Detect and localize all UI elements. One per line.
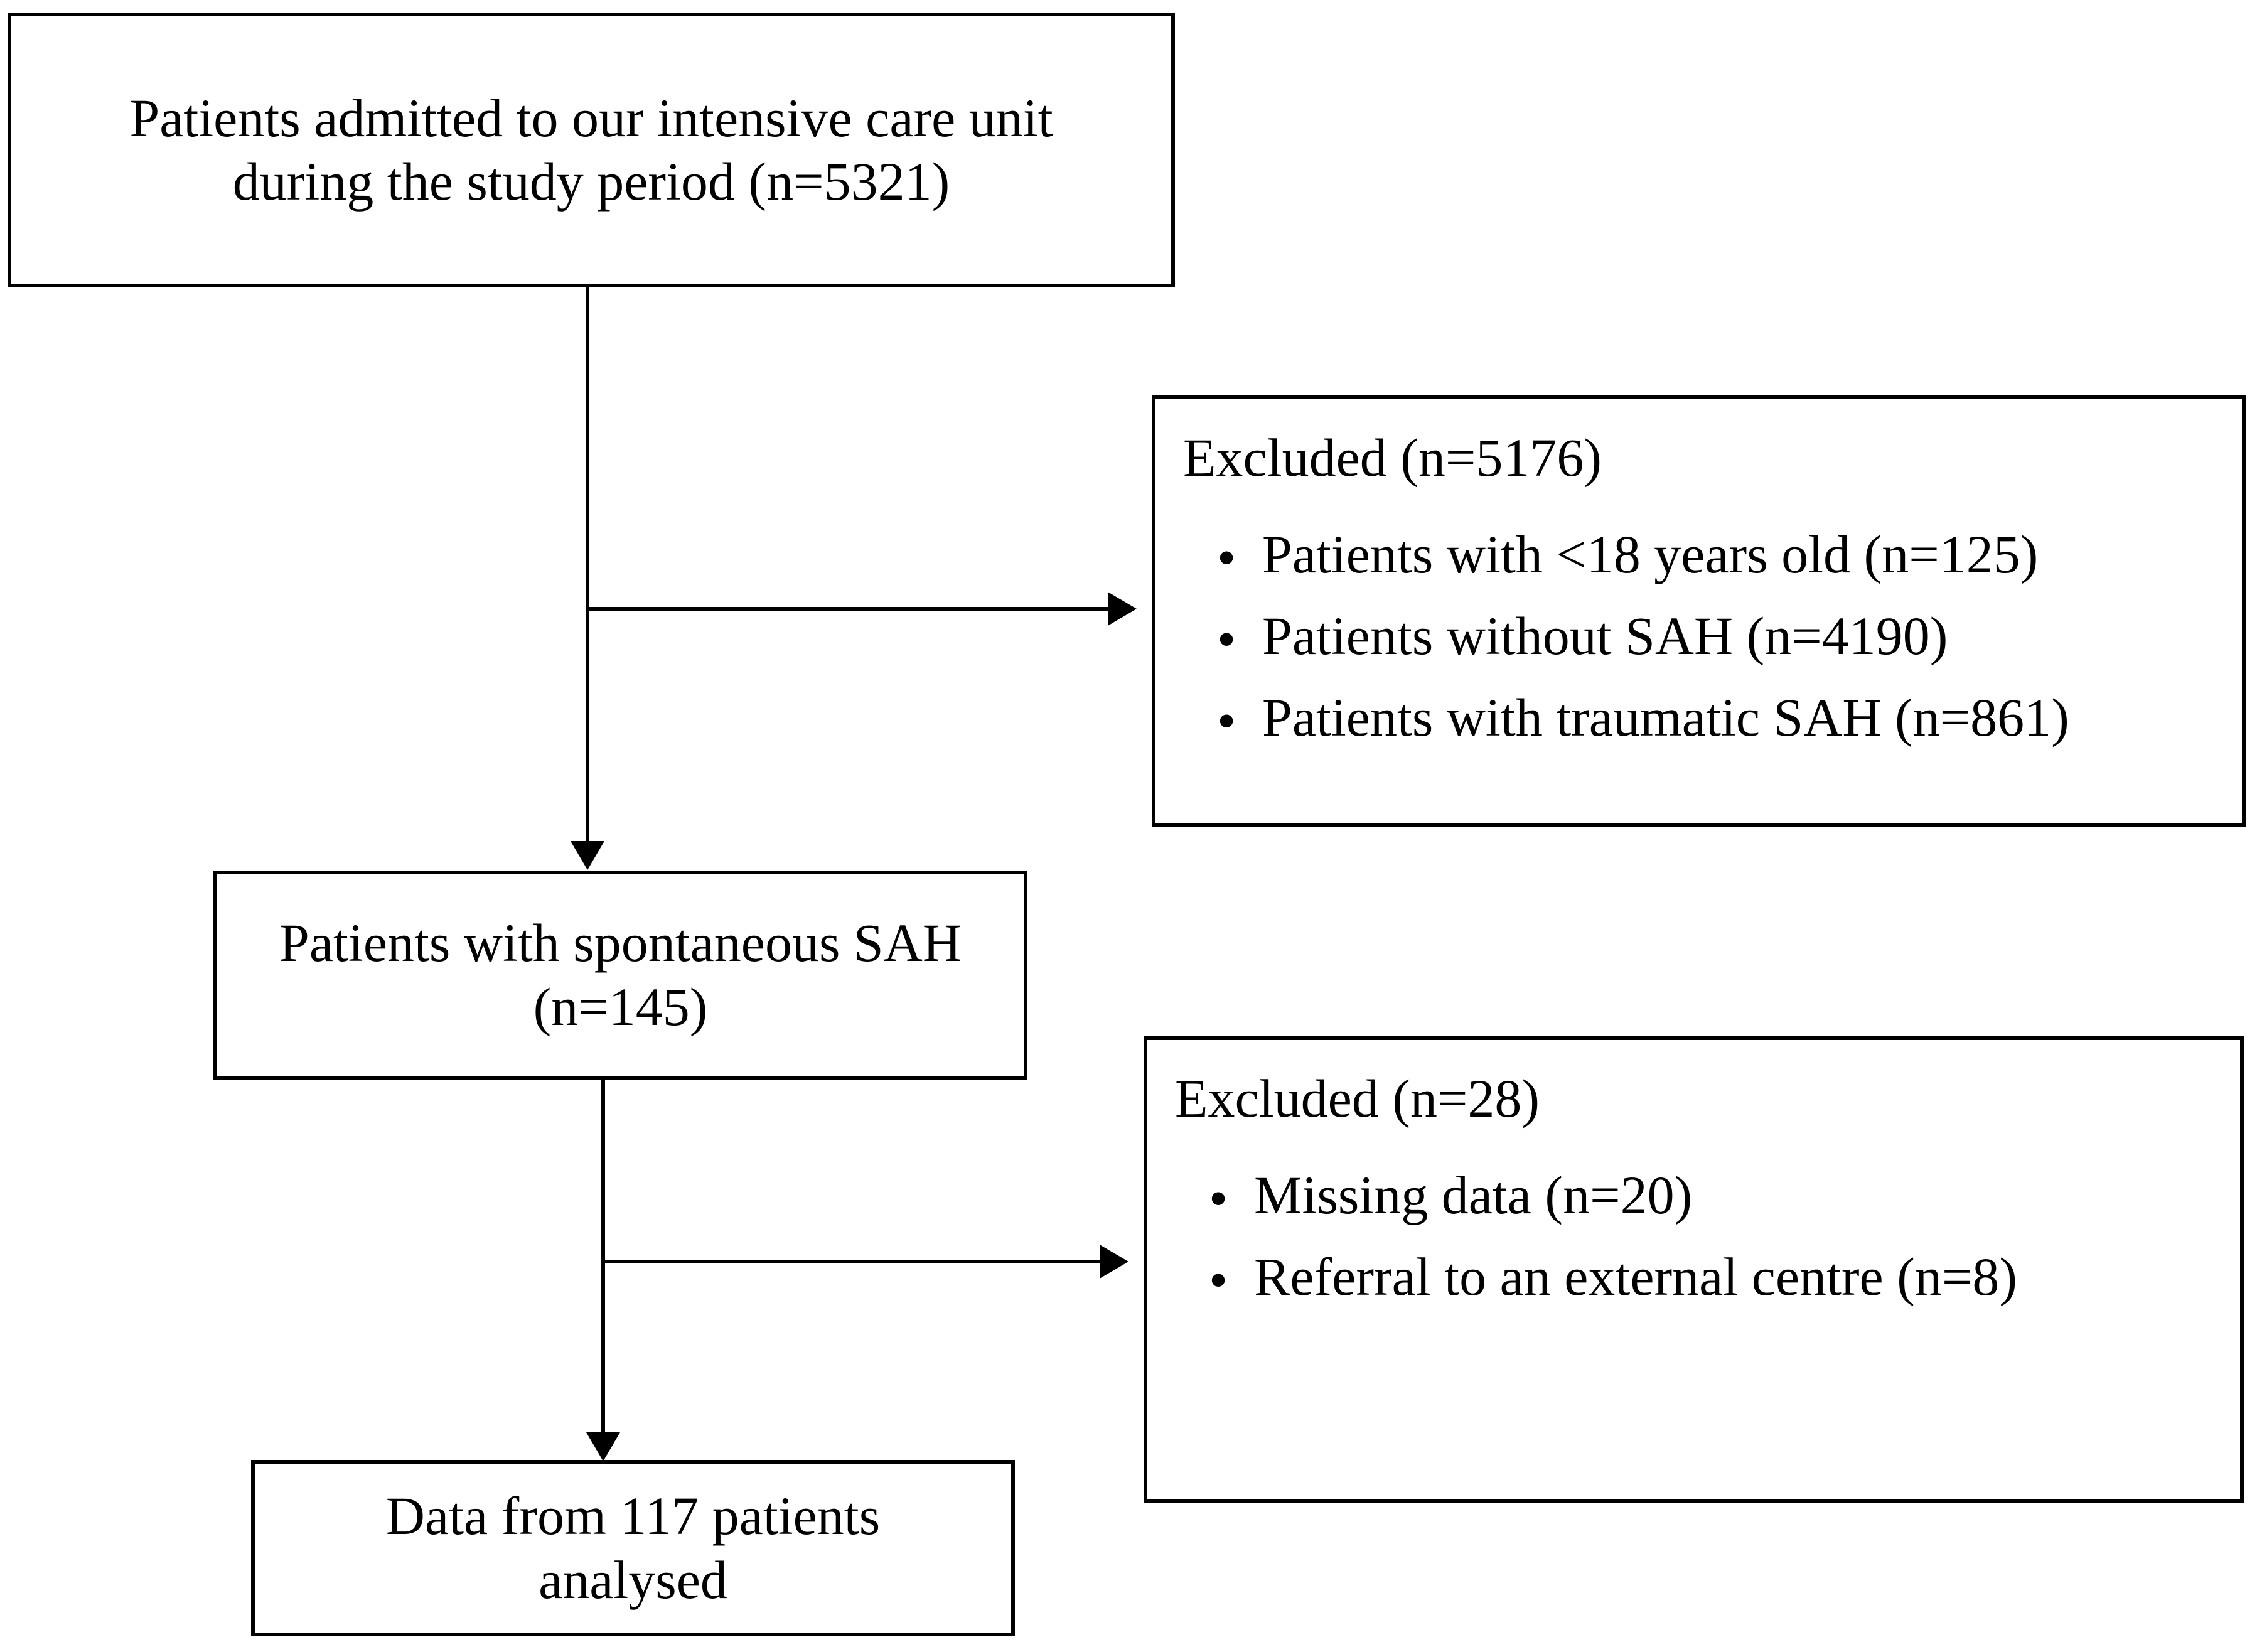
list-item: • Referral to an external centre (n=8) xyxy=(1209,1246,2018,1310)
arrowhead-into-excluded-1 xyxy=(1108,592,1137,626)
box-patients-admitted-line2: during the study period (n=5321) xyxy=(232,151,950,212)
box-patients-admitted-text: Patients admitted to our intensive care … xyxy=(112,87,1070,214)
bullet-icon: • xyxy=(1217,690,1236,751)
bullet-icon: • xyxy=(1209,1250,1228,1311)
arrowhead-into-excluded-2 xyxy=(1100,1245,1128,1279)
box-patients-admitted: Patients admitted to our intensive care … xyxy=(8,13,1175,287)
list-item: • Missing data (n=20) xyxy=(1209,1164,2017,1228)
list-item-label: Patients with <18 years old (n=125) xyxy=(1262,523,2039,584)
list-item: • Patients with traumatic SAH (n=861) xyxy=(1217,687,2069,751)
bullet-icon: • xyxy=(1209,1167,1228,1228)
box-data-analysed: Data from 117 patients analysed xyxy=(251,1460,1015,1636)
box-excluded-1-list: • Patients with <18 years old (n=125) • … xyxy=(1155,524,2069,770)
connector-to-excluded-1 xyxy=(586,607,1108,611)
list-item: • Patients with <18 years old (n=125) xyxy=(1217,523,2069,587)
box-excluded-1-title: Excluded (n=5176) xyxy=(1183,427,1602,488)
box-patients-admitted-line1: Patients admitted to our intensive care … xyxy=(129,87,1053,148)
bullet-icon: • xyxy=(1217,527,1236,587)
box-spontaneous-sah-line2: (n=145) xyxy=(533,976,708,1037)
box-excluded-1: Excluded (n=5176) • Patients with <18 ye… xyxy=(1152,395,2246,827)
arrowhead-into-analysed xyxy=(586,1432,620,1461)
arrowhead-into-spontaneous xyxy=(571,841,604,870)
box-excluded-2-title: Excluded (n=28) xyxy=(1175,1068,1540,1129)
bullet-icon: • xyxy=(1217,609,1236,670)
box-excluded-2-list: • Missing data (n=20) • Referral to an e… xyxy=(1147,1165,2017,1329)
box-spontaneous-sah-line1: Patients with spontaneous SAH xyxy=(279,913,962,973)
box-data-analysed-line1: Data from 117 patients xyxy=(385,1486,881,1547)
box-data-analysed-text: Data from 117 patients analysed xyxy=(368,1484,898,1612)
box-excluded-2: Excluded (n=28) • Missing data (n=20) • … xyxy=(1144,1036,2244,1503)
list-item-label: Patients with traumatic SAH (n=861) xyxy=(1262,687,2069,748)
list-item-label: Referral to an external centre (n=8) xyxy=(1254,1246,2018,1307)
box-spontaneous-sah: Patients with spontaneous SAH (n=145) xyxy=(213,871,1027,1080)
list-item: • Patients without SAH (n=4190) xyxy=(1217,605,2069,669)
list-item-label: Patients without SAH (n=4190) xyxy=(1262,605,1948,666)
connector-admitted-to-spontaneous xyxy=(586,287,589,841)
connector-spontaneous-to-analysed xyxy=(601,1080,605,1432)
list-item-label: Missing data (n=20) xyxy=(1254,1164,1693,1225)
box-data-analysed-line2: analysed xyxy=(539,1549,727,1610)
connector-to-excluded-2 xyxy=(601,1260,1100,1263)
box-spontaneous-sah-text: Patients with spontaneous SAH (n=145) xyxy=(262,911,979,1039)
